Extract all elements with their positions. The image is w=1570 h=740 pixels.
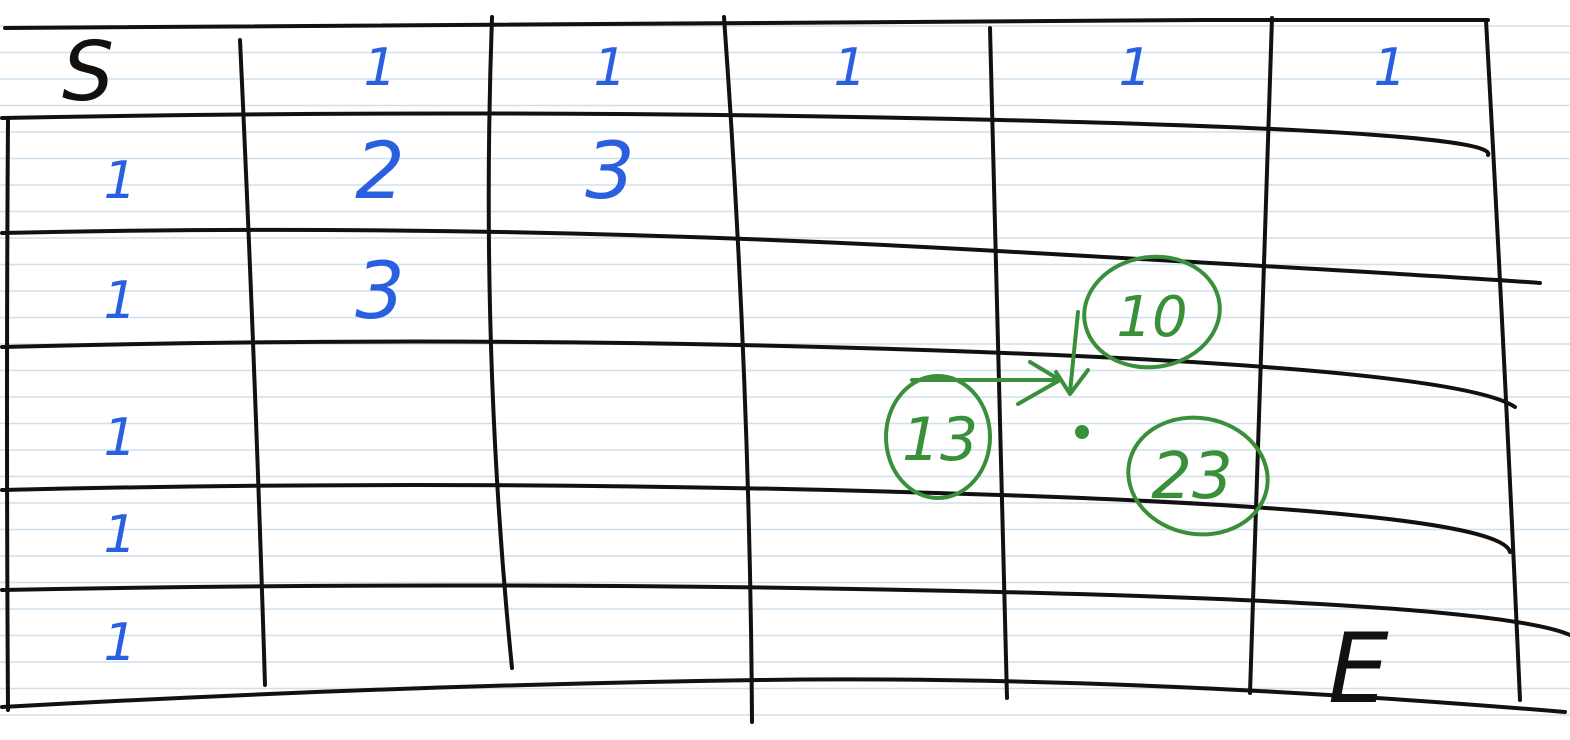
result-value-text: 23: [1151, 440, 1232, 514]
ruled-lines: [0, 25, 1570, 716]
cell-value-r2-c0: 1: [103, 271, 136, 331]
cell-value-r3-c0: 1: [103, 408, 136, 468]
cell-value-r5-c0: 1: [103, 613, 136, 673]
cell-value-r4-c0: 1: [103, 505, 136, 565]
cell-value-r2-c1: 3: [355, 247, 405, 337]
result-value-circle: [1126, 415, 1270, 537]
grid-line-h-1: [0, 111, 1491, 157]
grid-line-v-5: [1248, 16, 1274, 695]
top-value-text: 10: [1116, 285, 1187, 350]
end-label: E: [1328, 613, 1389, 725]
top-value-circle: [1082, 254, 1222, 370]
cell-value-r0-c1: 1: [363, 38, 396, 98]
cell-value-r1-c2: 3: [585, 127, 635, 217]
cell-value-r0-c2: 1: [593, 38, 626, 98]
sum-annotation: [884, 254, 1270, 537]
left-value-text: 13: [902, 405, 978, 475]
cell-value-r0-c4: 1: [1118, 38, 1151, 98]
cell-value-r1-c1: 2: [355, 127, 405, 217]
grid-line-h-2: [0, 227, 1542, 285]
grid-line-v-4: [988, 26, 1009, 700]
grid-line-v-0: [5, 118, 10, 712]
grid-line-v-1: [238, 38, 267, 687]
grid-line-h-3: [0, 339, 1517, 409]
hand-drawn-grid: [0, 15, 1570, 724]
grid-line-v-3: [722, 15, 754, 724]
cell-value-r0-c3: 1: [833, 38, 866, 98]
grid-line-h-5: [0, 583, 1570, 637]
start-label: S: [62, 25, 114, 120]
grid-line-h-0: [3, 18, 1490, 30]
grid-line-v-2: [486, 15, 514, 670]
grid-line-v-6: [1484, 18, 1522, 702]
target-cell-dot: [1075, 425, 1089, 439]
cell-value-r1-c0: 1: [103, 151, 136, 211]
grid-line-h-4: [0, 483, 1512, 554]
grid-line-h-6: [0, 677, 1567, 714]
left-value-circle: [884, 374, 992, 500]
cell-value-r0-c5: 1: [1373, 38, 1406, 98]
right-arrow-icon: [910, 360, 1062, 406]
